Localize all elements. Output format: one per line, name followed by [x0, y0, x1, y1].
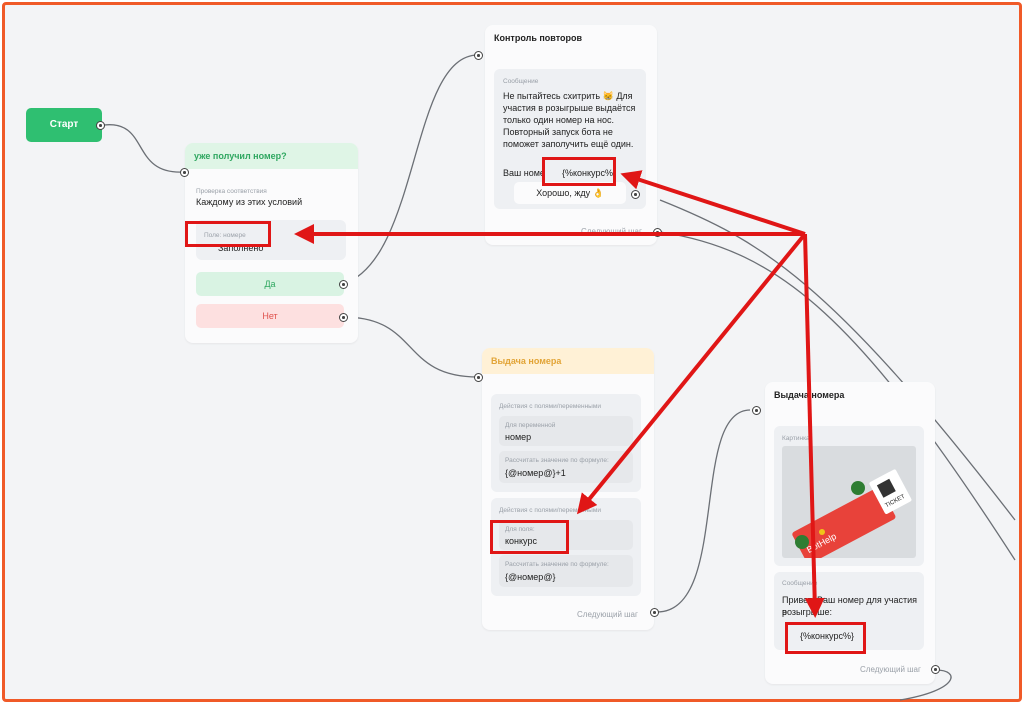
image-block[interactable]: Картинка BotHelp TICKET: [774, 426, 924, 566]
condition-input-port[interactable]: [180, 168, 189, 177]
field-value: Заполнено: [218, 243, 264, 253]
final-input-port[interactable]: [752, 406, 761, 415]
repeat-msg-label: Сообщение: [503, 78, 539, 85]
repeat-message[interactable]: Сообщение Не пытайтесь схитрить 😸 Для уч…: [494, 69, 646, 209]
final-msg-line1: Привет! Ваш номер для участия в: [782, 595, 918, 617]
condition-card[interactable]: уже получил номер? Проверка соответствия…: [185, 143, 358, 343]
calc2-label: Рассчитать значение по формуле:: [505, 561, 609, 568]
var-field[interactable]: Для переменной номер: [499, 416, 633, 446]
final-title: Выдача номера: [774, 390, 845, 400]
your-number-var: {%конкурс%}: [562, 168, 616, 178]
condition-field[interactable]: Поле: номере Заполнено: [196, 220, 346, 260]
no-button[interactable]: Нет: [196, 304, 344, 328]
check-label: Проверка соответствия: [196, 188, 267, 195]
repeat-next-step: Следующий шаг: [581, 227, 642, 236]
action-block-1[interactable]: Действия с полями/переменными Для переме…: [491, 394, 641, 492]
issue-input-port[interactable]: [474, 373, 483, 382]
your-number-line: Ваш номе: [503, 167, 545, 179]
repeat-msg-line: только один номер на нос.: [503, 115, 614, 125]
repeat-msg-line: Повторный запуск бота не: [503, 127, 613, 137]
repeat-msg-line: поможет заполучить ещё один.: [503, 139, 634, 149]
your-number-prefix: Ваш номе: [503, 168, 545, 178]
annotation-box-field2: [490, 520, 569, 554]
final-msg-label: Сообщение: [782, 580, 818, 587]
var-label: Для переменной: [505, 422, 556, 429]
calc2-value: {@номер@}: [505, 572, 556, 582]
repeat-title: Контроль повторов: [494, 33, 583, 43]
issue-next-step: Следующий шаг: [577, 610, 638, 619]
ok-button-port[interactable]: [631, 190, 640, 199]
image-label: Картинка: [782, 435, 810, 442]
repeat-msg-line: Не пытайтесь схитрить 😸 Для: [503, 91, 633, 101]
annotation-box-final-var: [785, 622, 866, 654]
start-label: Старт: [49, 119, 79, 130]
yes-output-port[interactable]: [339, 280, 348, 289]
field2-label: Для поля:: [505, 526, 535, 533]
issue-next-port[interactable]: [650, 608, 659, 617]
calc-value: {@номер@}+1: [505, 468, 566, 478]
field-label: Поле: номере: [204, 232, 246, 239]
ok-button[interactable]: Хорошо, жду 👌: [514, 182, 626, 204]
final-next-port[interactable]: [931, 665, 940, 674]
start-node[interactable]: Старт: [26, 108, 102, 142]
field2-value: конкурс: [505, 536, 537, 546]
condition-title: уже получил номер?: [185, 143, 358, 169]
repeat-input-port[interactable]: [474, 51, 483, 60]
ticket-image: BotHelp TICKET: [782, 446, 916, 558]
repeat-control-card[interactable]: Контроль повторов Сообщение Не пытайтесь…: [485, 25, 657, 245]
yes-button[interactable]: Да: [196, 272, 344, 296]
final-next-step: Следующий шаг: [860, 665, 921, 674]
repeat-msg-line: участия в розыгрыше выдаётся: [503, 103, 636, 113]
start-output-port[interactable]: [96, 121, 105, 130]
repeat-msg-text: Не пытайтесь схитрить 😸 Для участия в ро…: [503, 90, 643, 150]
repeat-next-port[interactable]: [653, 228, 662, 237]
action-block-1-label: Действия с полями/переменными: [499, 403, 601, 410]
annotation-box-repeat-var: [542, 157, 616, 186]
annotation-box-condition-field: [185, 221, 271, 247]
issue-title: Выдача номера: [482, 348, 654, 374]
action-block-2-label: Действия с полями/переменными: [499, 507, 601, 514]
var-value: номер: [505, 432, 532, 442]
calc2-field[interactable]: Рассчитать значение по формуле: {@номер@…: [499, 555, 633, 587]
calc-label: Рассчитать значение по формуле:: [505, 457, 609, 464]
no-output-port[interactable]: [339, 313, 348, 322]
calc-field[interactable]: Рассчитать значение по формуле: {@номер@…: [499, 451, 633, 483]
check-value: Каждому из этих условий: [196, 197, 303, 207]
issue-number-card[interactable]: Выдача номера Действия с полями/переменн…: [482, 348, 654, 630]
final-msg-var: {%конкурс%}: [800, 631, 854, 641]
final-msg-line2: розыгрыше:: [782, 607, 832, 617]
